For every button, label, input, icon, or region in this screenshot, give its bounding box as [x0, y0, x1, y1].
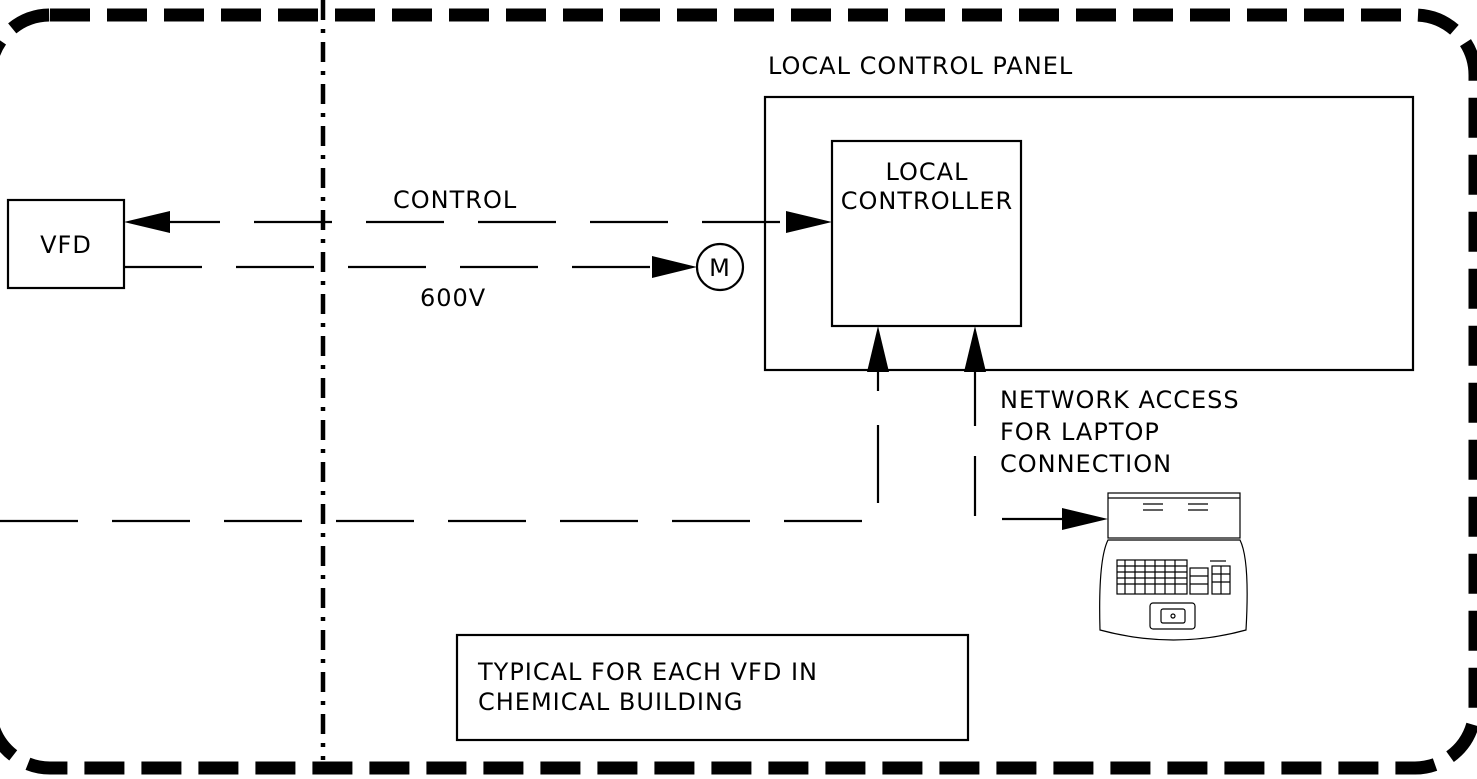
network-line-1 [0, 372, 880, 523]
network-label-1: NETWORK ACCESS [1000, 386, 1240, 414]
network-label-3: CONNECTION [1000, 450, 1172, 478]
control-arrow-to-vfd [124, 211, 170, 233]
motor-label: M [709, 254, 731, 282]
local-controller-label-2: CONTROLLER [841, 187, 1013, 215]
network-label-2: FOR LAPTOP [1000, 418, 1160, 446]
network-arrow-1 [867, 326, 889, 372]
local-control-panel-box [763, 95, 1415, 372]
local-control-panel-label: LOCAL CONTROL PANEL [768, 52, 1073, 80]
note-box [455, 633, 970, 742]
area-boundary [0, 8, 1477, 775]
power-arrow-to-motor [652, 256, 697, 278]
local-controller-label-1: LOCAL [886, 158, 969, 186]
vfd-label: VFD [40, 231, 92, 259]
motor-symbol [695, 242, 745, 292]
note-line-2: CHEMICAL BUILDING [478, 688, 744, 716]
network-arrow-to-laptop [1062, 508, 1108, 530]
laptop-icon [1099, 492, 1248, 641]
voltage-label: 600V [420, 284, 486, 312]
network-arrow-2 [964, 326, 986, 372]
vfd-box [6, 198, 126, 290]
note-line-1: TYPICAL FOR EACH VFD IN [477, 658, 818, 686]
control-arrow-to-controller [786, 211, 832, 233]
control-label: CONTROL [393, 186, 517, 214]
local-controller-box [830, 139, 1023, 328]
network-line-2 [973, 372, 1062, 521]
